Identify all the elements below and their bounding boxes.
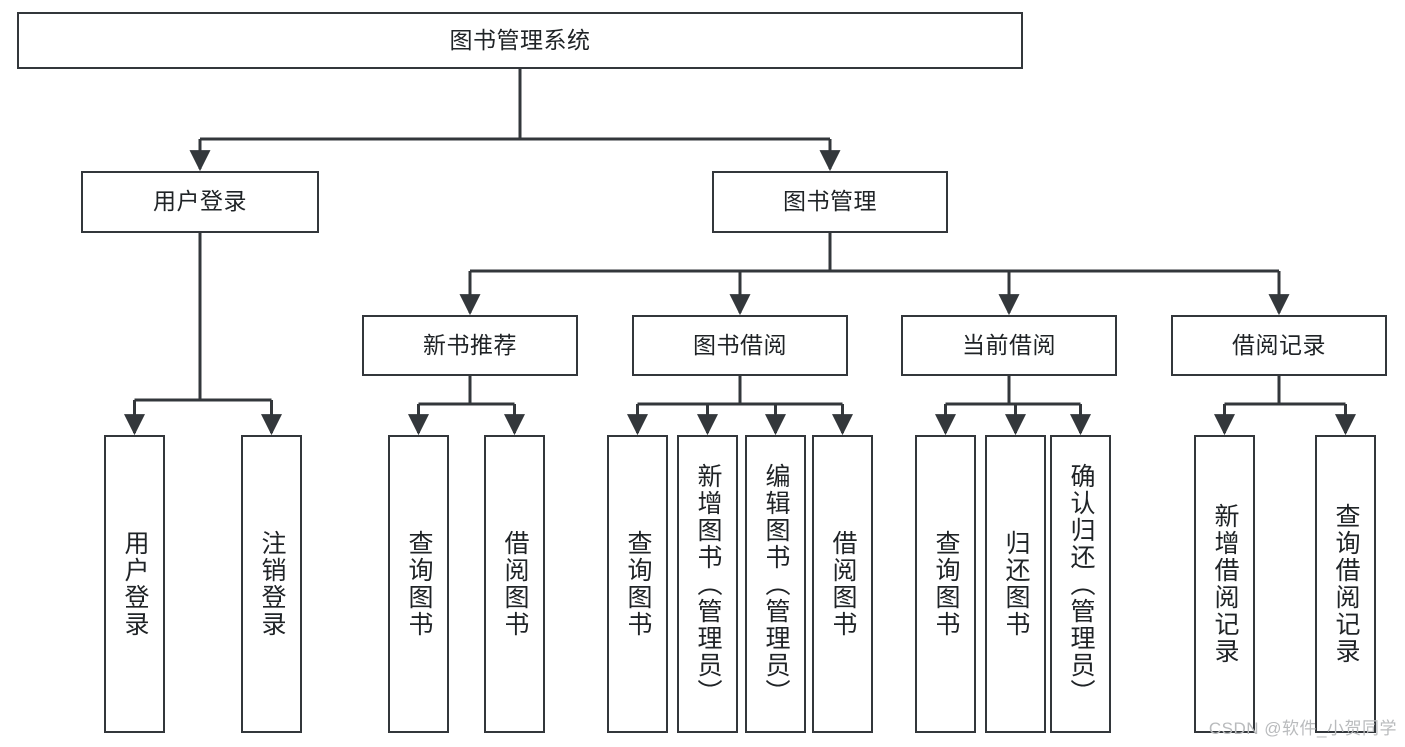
node-leaf-edit-book-admin[interactable]: 编辑图书（管理员） <box>745 435 806 733</box>
node-book-manage[interactable]: 图书管理 <box>712 171 948 233</box>
node-label: 新书推荐 <box>423 331 517 358</box>
node-label: 查询借阅记录 <box>1332 503 1360 665</box>
node-label: 图书管理 <box>783 188 877 215</box>
node-leaf-add-book-admin[interactable]: 新增图书（管理员） <box>677 435 738 733</box>
node-root[interactable]: 图书管理系统 <box>17 12 1023 69</box>
node-book-borrow[interactable]: 图书借阅 <box>632 315 848 376</box>
node-label: 查询图书 <box>624 530 652 638</box>
node-leaf-user-login[interactable]: 用户登录 <box>104 435 165 733</box>
node-label: 用户登录 <box>153 188 247 215</box>
node-label: 借阅记录 <box>1232 331 1326 358</box>
node-leaf-query-book-2[interactable]: 查询图书 <box>607 435 668 733</box>
node-label: 确认归还（管理员） <box>1067 462 1095 706</box>
node-leaf-query-borrow-record[interactable]: 查询借阅记录 <box>1315 435 1376 733</box>
node-leaf-return-book[interactable]: 归还图书 <box>985 435 1046 733</box>
node-leaf-logout-login[interactable]: 注销登录 <box>241 435 302 733</box>
node-leaf-confirm-return-admin[interactable]: 确认归还（管理员） <box>1050 435 1111 733</box>
node-label: 新增图书（管理员） <box>694 462 722 706</box>
node-label: 图书借阅 <box>693 331 787 358</box>
node-new-book-recommend[interactable]: 新书推荐 <box>362 315 578 376</box>
node-leaf-borrow-book-2[interactable]: 借阅图书 <box>812 435 873 733</box>
node-label: 查询图书 <box>405 530 433 638</box>
node-leaf-add-borrow-record[interactable]: 新增借阅记录 <box>1194 435 1255 733</box>
node-label: 查询图书 <box>932 530 960 638</box>
node-leaf-borrow-book-1[interactable]: 借阅图书 <box>484 435 545 733</box>
node-label: 当前借阅 <box>962 331 1056 358</box>
node-current-borrow[interactable]: 当前借阅 <box>901 315 1117 376</box>
node-label: 借阅图书 <box>501 530 529 638</box>
node-label: 编辑图书（管理员） <box>762 462 790 706</box>
node-label: 图书管理系统 <box>449 26 591 53</box>
csdn-watermark: CSDN @软件_小贺同学 <box>1208 719 1397 738</box>
node-leaf-query-book-3[interactable]: 查询图书 <box>915 435 976 733</box>
node-label: 注销登录 <box>258 530 286 638</box>
node-label: 新增借阅记录 <box>1211 503 1239 665</box>
node-user-login[interactable]: 用户登录 <box>81 171 319 233</box>
node-leaf-query-book-1[interactable]: 查询图书 <box>388 435 449 733</box>
node-borrow-record[interactable]: 借阅记录 <box>1171 315 1387 376</box>
node-label: 用户登录 <box>121 530 149 638</box>
node-label: 借阅图书 <box>829 530 857 638</box>
node-label: 归还图书 <box>1002 530 1030 638</box>
